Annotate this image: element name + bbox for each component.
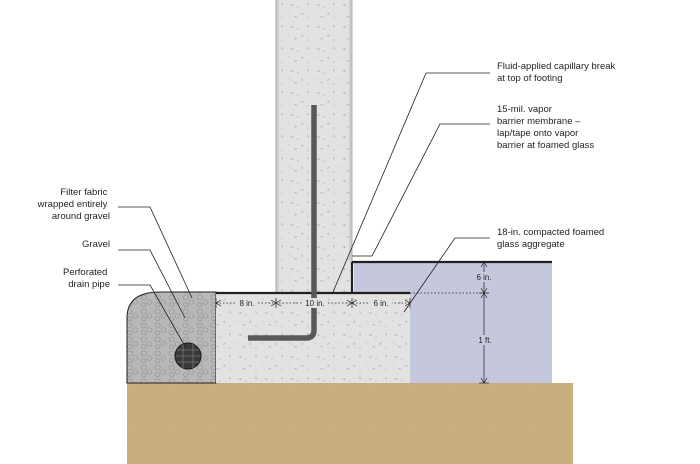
vapor-barrier-membrane — [350, 260, 552, 292]
wall-face-right — [349, 0, 352, 262]
leader-lines — [118, 72, 490, 349]
perforated-drain-pipe — [174, 342, 202, 370]
label-foamed-glass: 18-in. compacted foamed glass aggregate — [497, 227, 607, 250]
label-capillary-break: Fluid-applied capillary break at top of … — [497, 61, 618, 84]
gravel-fill — [126, 291, 217, 384]
label-drain-pipe: Perforated drain pipe — [63, 267, 110, 290]
dim-1ft: 1 ft. — [478, 336, 491, 345]
dim-6in-vertical: 6 in. — [476, 273, 491, 282]
dim-10in: 10 in. — [305, 299, 325, 308]
dim-6in-horizontal: 6 in. — [373, 299, 388, 308]
label-filter-fabric: Filter fabric wrapped entirely around gr… — [37, 187, 110, 222]
rebar-bent — [248, 105, 317, 341]
dim-8in: 8 in. — [239, 299, 254, 308]
label-vapor-barrier: 15-mil. vapor barrier membrane – lap/tap… — [497, 104, 594, 151]
soil-layer — [127, 383, 573, 464]
wall-face-left — [276, 0, 279, 294]
label-gravel: Gravel — [82, 239, 110, 250]
